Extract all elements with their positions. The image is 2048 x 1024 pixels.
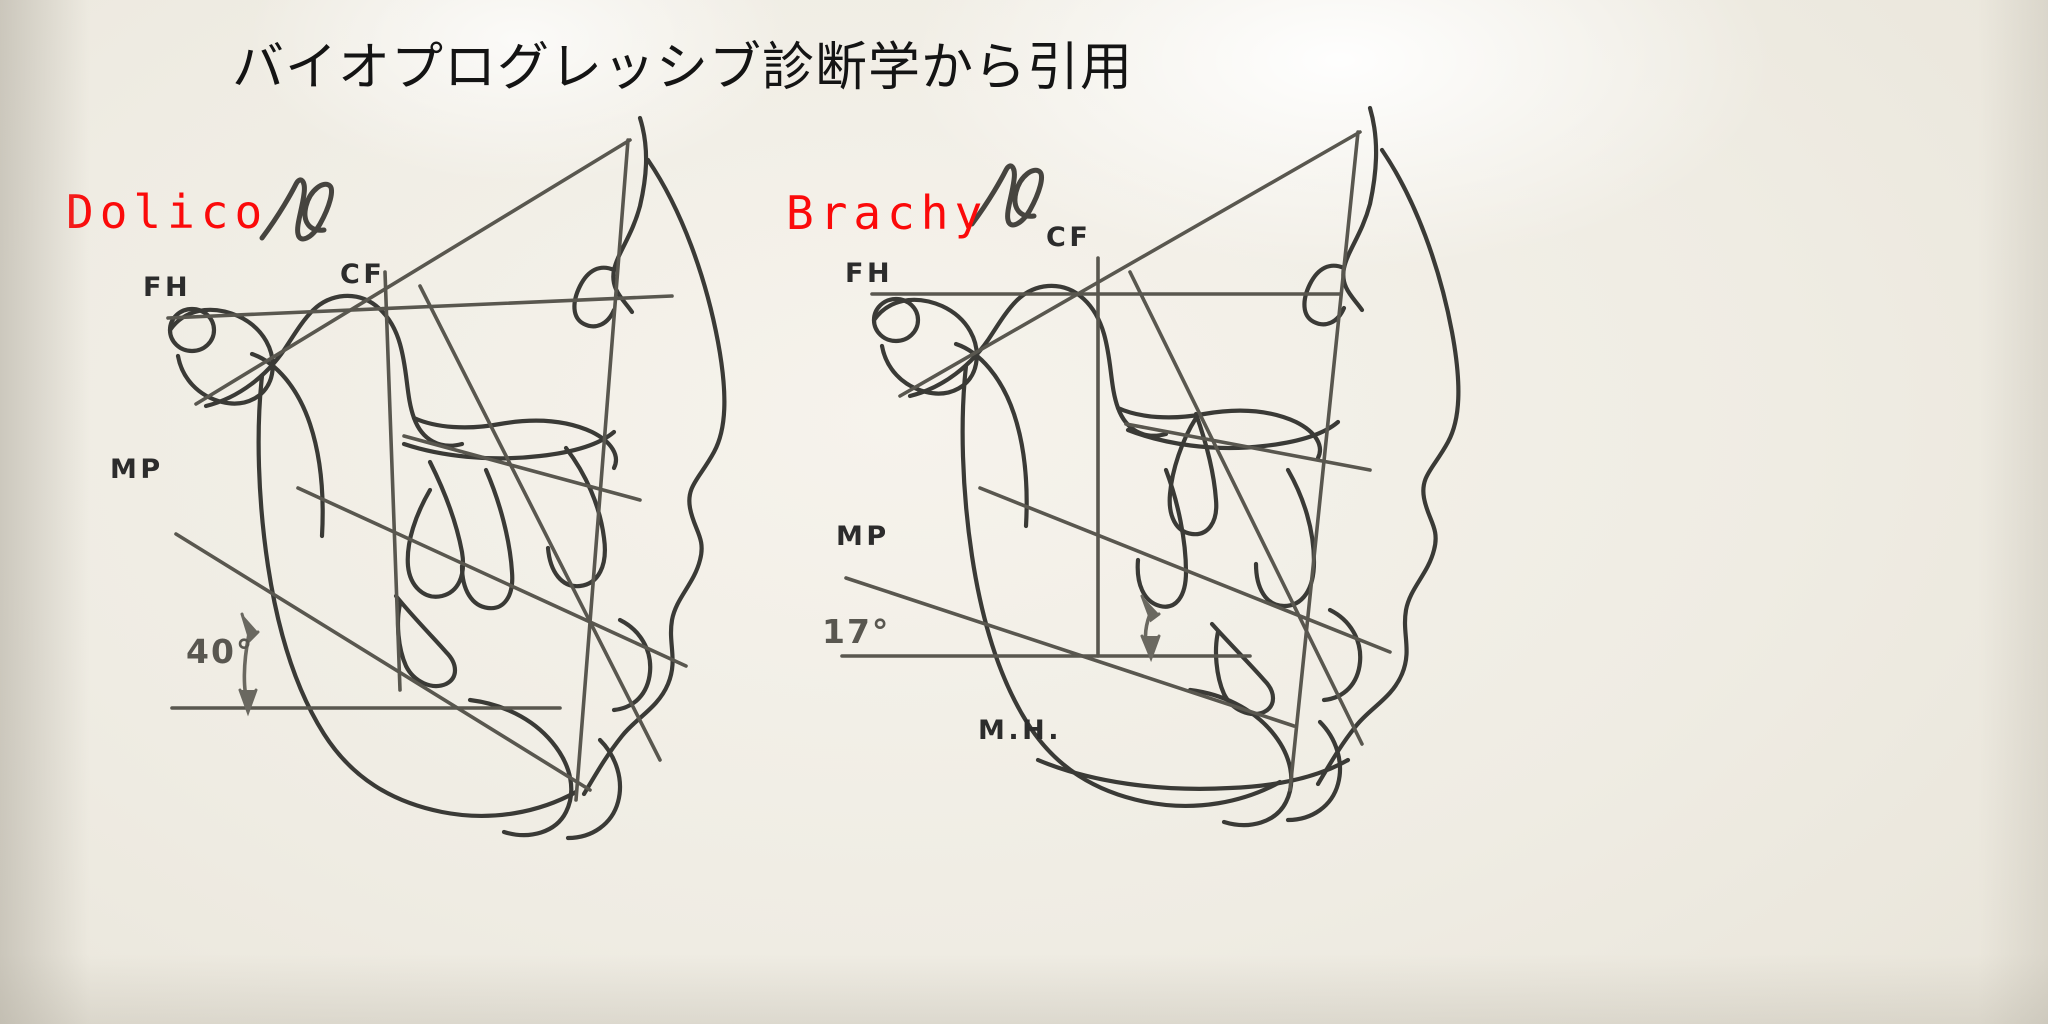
left-fh-line [166, 294, 674, 320]
right-chin-contour [1285, 719, 1343, 823]
left-facial-axis-line [574, 138, 630, 802]
right-angle-value: 17° [822, 612, 891, 651]
left-squiggle-mark [259, 177, 335, 242]
left-ans-pns-line [402, 434, 642, 502]
left-na-line [194, 138, 632, 406]
left-y-axis-line [418, 284, 662, 762]
left-mandible-ramus [249, 351, 325, 539]
label-brachy: Brachy [786, 186, 989, 240]
right-squiggle-mark [969, 163, 1045, 228]
right-mandible-ramus [953, 341, 1029, 529]
right-mandible-body [960, 363, 1283, 809]
left-label-fh: FH [143, 272, 192, 303]
left-angle-arrow [238, 612, 260, 717]
right-cranial-base [871, 297, 979, 396]
left-mandible-body [256, 373, 579, 819]
left-chin-contour [565, 737, 623, 841]
right-maxillary-teeth [1167, 411, 1219, 537]
right-label-cf: CF [1046, 222, 1092, 253]
left-nose-outline [572, 265, 617, 329]
right-label-mh: M.H. [978, 715, 1062, 746]
left-orbit [167, 306, 217, 354]
right-occlusal-line [978, 486, 1392, 654]
label-dolico: Dolico [66, 185, 269, 239]
right-palate [1125, 419, 1341, 451]
left-cf-line [383, 270, 402, 692]
right-ans-pns-line [1124, 422, 1372, 472]
right-label-fh: FH [845, 258, 894, 289]
right-lower-lip [1321, 607, 1363, 703]
left-angle-value: 40° [186, 632, 255, 671]
left-face-silhouette [581, 157, 727, 797]
left-mp-line [174, 532, 592, 792]
right-y-axis-line [1128, 270, 1364, 746]
left-label-mp: MP [110, 454, 164, 485]
right-incisor-lower [1253, 467, 1317, 609]
right-angle-arrow [1140, 594, 1161, 663]
right-nose-outline [1302, 263, 1347, 327]
left-occlusal-line [296, 486, 688, 668]
left-mandible-symphysis [467, 697, 574, 838]
left-label-cf: CF [340, 259, 386, 290]
right-lower-border [1035, 757, 1351, 791]
right-na-line [898, 130, 1362, 398]
left-incisor-upper [459, 467, 515, 611]
right-orbit [871, 296, 921, 344]
right-soft-tissue-profile [1341, 105, 1379, 313]
right-mandible-symphysis [1187, 687, 1294, 828]
right-mp-line [844, 576, 1296, 728]
page-title: バイオプログレッシブ診断学から引用 [232, 38, 1134, 98]
left-maxilla-outline [411, 415, 619, 471]
left-cranial-base [167, 307, 275, 406]
right-face-silhouette [1315, 147, 1461, 787]
right-incisor-upper [1135, 467, 1189, 609]
left-palate [401, 429, 617, 461]
right-molar-lower [1209, 621, 1276, 717]
right-label-mp: MP [836, 521, 890, 552]
